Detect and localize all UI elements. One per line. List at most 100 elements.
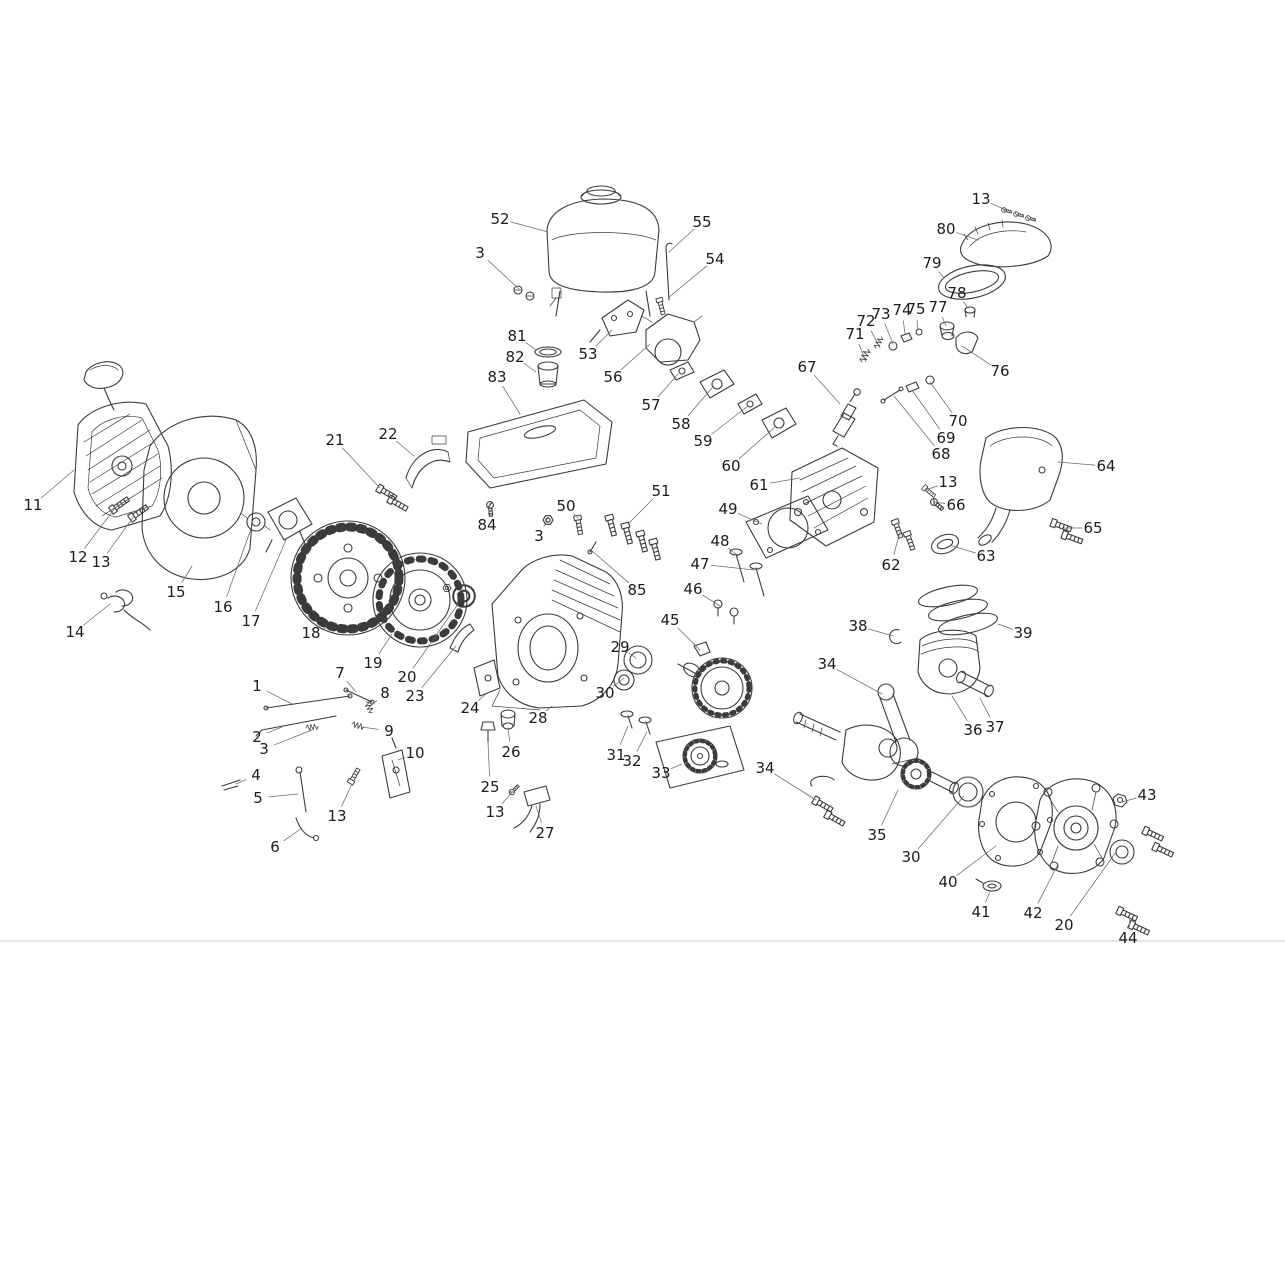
callout-67: 67 [797, 358, 816, 376]
leader-line-31 [619, 725, 629, 746]
leader-line-79 [938, 271, 945, 279]
callout-47: 47 [690, 555, 709, 573]
leader-line-53 [595, 329, 613, 347]
crankcase-cover [1031, 778, 1119, 874]
callout-23: 23 [405, 687, 424, 705]
valve-retainers [713, 599, 739, 625]
leader-line-6 [283, 827, 303, 842]
leader-line-28 [545, 705, 553, 712]
leader-line-55 [668, 229, 695, 253]
leader-line-20 [1070, 851, 1117, 917]
callout-34: 34 [817, 655, 836, 673]
starter-cup [241, 512, 271, 532]
callout-71: 71 [845, 325, 864, 343]
flange-nut [542, 515, 554, 525]
callout-62: 62 [881, 556, 900, 574]
leader-line-44 [1128, 917, 1131, 928]
leader-line-56 [620, 343, 651, 371]
leader-line-14 [83, 603, 111, 626]
leader-line-24 [477, 693, 487, 702]
leader-line-23 [421, 645, 457, 688]
ring-clip [889, 629, 902, 645]
exhaust-stud [890, 518, 905, 540]
leader-line-73 [884, 323, 894, 345]
callout-34: 34 [755, 759, 774, 777]
callout-3: 3 [259, 740, 269, 758]
callout-65: 65 [1083, 519, 1102, 537]
cover-screw [1012, 210, 1025, 219]
callout-8: 8 [380, 684, 390, 702]
muffler-bolt [1060, 529, 1084, 546]
leader-line-52 [510, 221, 549, 233]
callout-22: 22 [378, 425, 397, 443]
fan-cover [141, 415, 257, 581]
leader-line-5 [268, 793, 299, 798]
leader-line-41 [985, 891, 991, 903]
callout-13: 13 [938, 473, 957, 491]
callout-38: 38 [848, 617, 867, 635]
callout-13: 13 [485, 803, 504, 821]
leader-line-72 [870, 330, 881, 349]
governor-assembly [655, 725, 745, 789]
callout-13: 13 [327, 807, 346, 825]
leader-line-30 [613, 677, 625, 687]
leader-line-69 [911, 389, 941, 430]
leader-line-22 [396, 440, 415, 457]
spring-seat [888, 341, 898, 351]
starter-pulley [372, 552, 468, 648]
callout-3: 3 [475, 244, 485, 262]
fuel-cup [537, 361, 559, 388]
throttle-spring [363, 700, 375, 715]
callout-39: 39 [1013, 624, 1032, 642]
return-spring [350, 720, 365, 731]
engine-bracket [405, 435, 451, 489]
head-bolt [620, 521, 635, 546]
valve-keeper [900, 332, 913, 343]
leader-line-13 [990, 203, 1007, 211]
callout-35: 35 [867, 826, 886, 844]
callout-25: 25 [480, 778, 499, 796]
stud-bolt [573, 514, 585, 536]
callout-11: 11 [23, 496, 42, 514]
callout-12: 12 [68, 548, 87, 566]
starter-bolt [127, 502, 150, 523]
head-bolt [635, 529, 650, 554]
leader-line-30 [917, 795, 965, 850]
stud-pin [587, 541, 597, 555]
leader-line-70 [929, 381, 952, 413]
callout-59: 59 [693, 432, 712, 450]
callout-16: 16 [213, 598, 232, 616]
valves [729, 548, 765, 597]
callout-24: 24 [460, 699, 479, 717]
joint-washer [534, 346, 562, 358]
callout-7: 7 [335, 664, 345, 682]
leader-line-84 [488, 502, 491, 515]
leader-line-85 [590, 549, 630, 584]
carb-gasket [669, 361, 695, 381]
leader-line-60 [738, 425, 777, 460]
leader-line-13 [341, 783, 353, 807]
leader-line-13 [107, 515, 135, 554]
leader-line-67 [813, 374, 841, 405]
callout-58: 58 [671, 415, 690, 433]
callout-44: 44 [1118, 929, 1137, 947]
callout-45: 45 [660, 611, 679, 629]
tank-mount-parts [513, 285, 535, 301]
breather-cup [500, 709, 516, 730]
callout-21: 21 [325, 431, 344, 449]
breather-plate [449, 623, 501, 697]
leader-line-58 [687, 387, 713, 417]
callout-13: 13 [91, 553, 110, 571]
callout-20: 20 [397, 668, 416, 686]
callout-28: 28 [528, 709, 547, 727]
intake-spacer [761, 407, 797, 439]
callout-9: 9 [384, 722, 394, 740]
leader-line-42 [1037, 863, 1059, 904]
callout-77: 77 [928, 298, 947, 316]
leader-line-76 [961, 345, 992, 366]
fuel-tank [546, 185, 660, 317]
callout-76: 76 [990, 362, 1009, 380]
leader-line-48 [728, 547, 739, 557]
callout-17: 17 [241, 612, 260, 630]
